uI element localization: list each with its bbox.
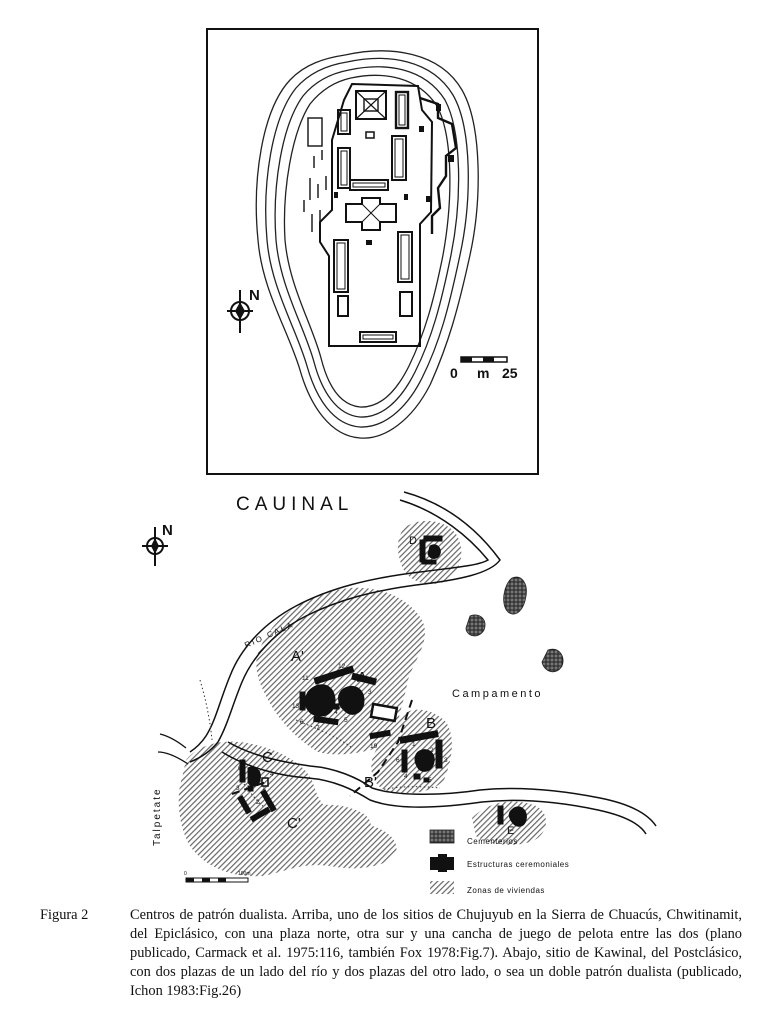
structure-number: 1 (328, 691, 332, 698)
structure-number: 5 (250, 767, 254, 774)
structure-number: 2 (430, 747, 434, 754)
structure-number: 4 (270, 771, 274, 778)
talpetate-label: Talpetate (152, 787, 163, 846)
plaza-e-structures (497, 805, 527, 827)
scale-bar-bottom: 0 100m (184, 871, 251, 883)
caption-label: Figura 2 (40, 907, 89, 923)
legend-swatch-ceremonial (430, 854, 454, 872)
label-c-prime: C' (287, 815, 301, 832)
platform-outline (319, 82, 434, 347)
map-title: CAUINAL (236, 494, 353, 515)
north-arrow-top: N (227, 287, 260, 333)
north-label-top: N (249, 287, 260, 304)
campamento-label: Campamento (452, 688, 543, 700)
bottom-site-map: CAUINAL N (142, 491, 657, 895)
structure-number: 2 (256, 799, 260, 806)
caption-text: Centros de patrón dualista. Arriba, uno … (130, 907, 742, 999)
structure-number: 3 (368, 689, 372, 696)
dotted-paths (199, 679, 441, 813)
label-a: A (357, 669, 367, 686)
legend-label-cemetery: Cementerios (467, 837, 518, 846)
structure-number: 6 (300, 719, 304, 726)
structure-number: 3 (444, 757, 448, 764)
label-b-prime: B' (364, 774, 377, 791)
scale-zero-top: 0 (450, 365, 458, 381)
plaza-d-structures (419, 535, 443, 565)
scale-max-bottom: 100m (238, 871, 251, 877)
scale-unit-top: m (477, 365, 489, 381)
plaza-c-structures (237, 759, 277, 823)
structure-number: 19 (370, 743, 378, 750)
structure-number: 1 (412, 741, 416, 748)
scale-zero-bottom: 0 (184, 871, 187, 877)
contour-lines (255, 50, 479, 439)
structure-number: 7 (316, 725, 320, 732)
central-temple (345, 197, 397, 231)
structure-number: 11 (302, 675, 309, 682)
label-a-prime: A' (291, 648, 304, 665)
structure-number: 12 (338, 663, 346, 670)
top-map-frame (206, 28, 539, 475)
label-b: B (426, 715, 436, 732)
label-c: C (262, 749, 273, 766)
cemeteries (465, 576, 564, 673)
label-d: D (409, 535, 417, 547)
plaza-labels: A A' B B' C C' D E (262, 535, 514, 837)
plaza-b-structures (399, 730, 443, 783)
structure-number: 2 (346, 687, 350, 694)
river-tributary (157, 733, 189, 765)
label-e: E (507, 825, 514, 837)
structure-numbers: 12 11 1 2 3 4 5 6 7 13 19 1 2 3 4 5 6 1 … (236, 663, 448, 806)
mounds (333, 90, 413, 343)
north-label-bottom: N (162, 522, 173, 539)
legend-label-ceremonial: Estructuras ceremoniales (467, 860, 569, 869)
river-cala (189, 491, 657, 835)
legend-swatch-housing (430, 881, 454, 894)
plaza-a-structures (299, 665, 399, 740)
legend-swatch-cemetery (429, 829, 455, 844)
north-arrow-bottom: N (142, 522, 173, 566)
east-wall (419, 96, 458, 234)
structure-number: 13 (292, 703, 300, 710)
legend-label-housing: Zonas de viviendas (467, 886, 545, 895)
structure-number: 6 (238, 765, 242, 772)
structure-number: 6 (396, 757, 400, 764)
structure-number: 4 (404, 773, 408, 780)
structure-number: 3 (236, 785, 240, 792)
map-legend: Cementerios Estructuras ceremoniales Zon… (429, 829, 569, 895)
west-features (303, 117, 327, 232)
north-temple (355, 90, 387, 120)
structure-number: 1 (262, 785, 266, 792)
structure-number: 4 (334, 709, 338, 716)
structure-number: 5 (344, 717, 348, 724)
structure-number: 5 (428, 777, 432, 784)
scale-max-top: 25 (502, 365, 518, 381)
top-site-plan: N 0 m 25 (206, 28, 539, 475)
figure-drawing: N 0 m 25 CAUINAL N (142, 28, 657, 895)
scale-bar-top: 0 m 25 (450, 356, 518, 381)
